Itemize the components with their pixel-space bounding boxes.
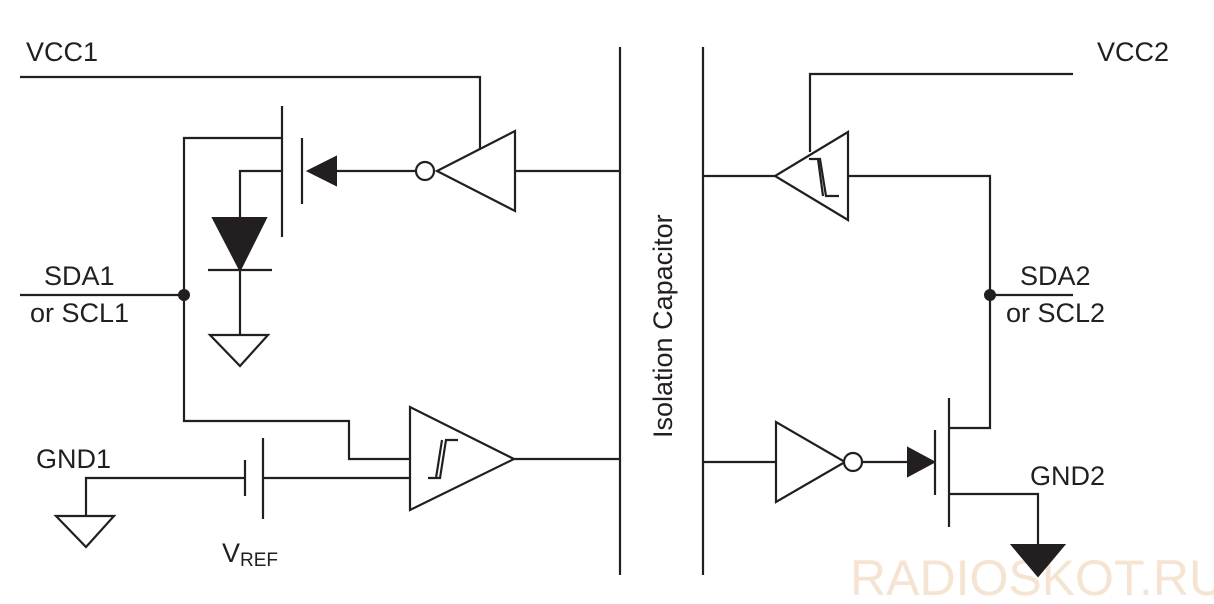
- gnd2-wire: [949, 492, 1040, 545]
- vcc2-wire: [808, 72, 1073, 152]
- schmitt-comparator-left: [408, 405, 517, 512]
- source-wire-left: [238, 169, 282, 218]
- inverter-bubble-left: [414, 160, 436, 182]
- gnd1-label: GND1: [36, 444, 111, 474]
- vref-sub: REF: [240, 550, 278, 571]
- gate-arrow-right: [907, 446, 937, 478]
- vref-main: V: [222, 538, 240, 568]
- schmitt-buffer-right: [772, 130, 850, 222]
- isolation-capacitor-label: Isolation Capacitor: [648, 214, 678, 438]
- sda2-label: SDA2: [1020, 261, 1091, 291]
- ground-icon-gnd2: [1009, 544, 1067, 578]
- vref-label: VREF: [222, 538, 278, 571]
- buffer-top-left: [434, 129, 517, 213]
- scl2-label: or SCL2: [1006, 298, 1105, 328]
- ground-icon-gnd1: [53, 514, 117, 549]
- hysteresis-icon-left-b: [434, 439, 444, 479]
- hysteresis-icon-left: [428, 438, 458, 480]
- sda1-label: SDA1: [44, 261, 115, 291]
- inverter-bottom-right: [774, 420, 848, 504]
- junction-dot-right: [984, 289, 996, 301]
- gnd2-label: GND2: [1030, 461, 1105, 491]
- inverter-bubble-right: [842, 451, 864, 473]
- vcc1-wire: [20, 75, 482, 152]
- vcc2-label: VCC2: [1097, 37, 1169, 67]
- diode-icon: [211, 217, 268, 273]
- gnd1-wire: [84, 476, 245, 516]
- gate-arrow-left: [305, 155, 337, 187]
- vcc1-label: VCC1: [26, 37, 98, 67]
- sda2-node-wire: [848, 174, 992, 430]
- ground-icon-left-top: [207, 333, 271, 368]
- hysteresis-icon-right-b: [816, 158, 825, 197]
- junction-dot-left: [178, 289, 190, 301]
- hysteresis-icon-right: [809, 157, 839, 198]
- scl1-label: or SCL1: [30, 298, 129, 328]
- sda1-node-wire: [182, 136, 410, 461]
